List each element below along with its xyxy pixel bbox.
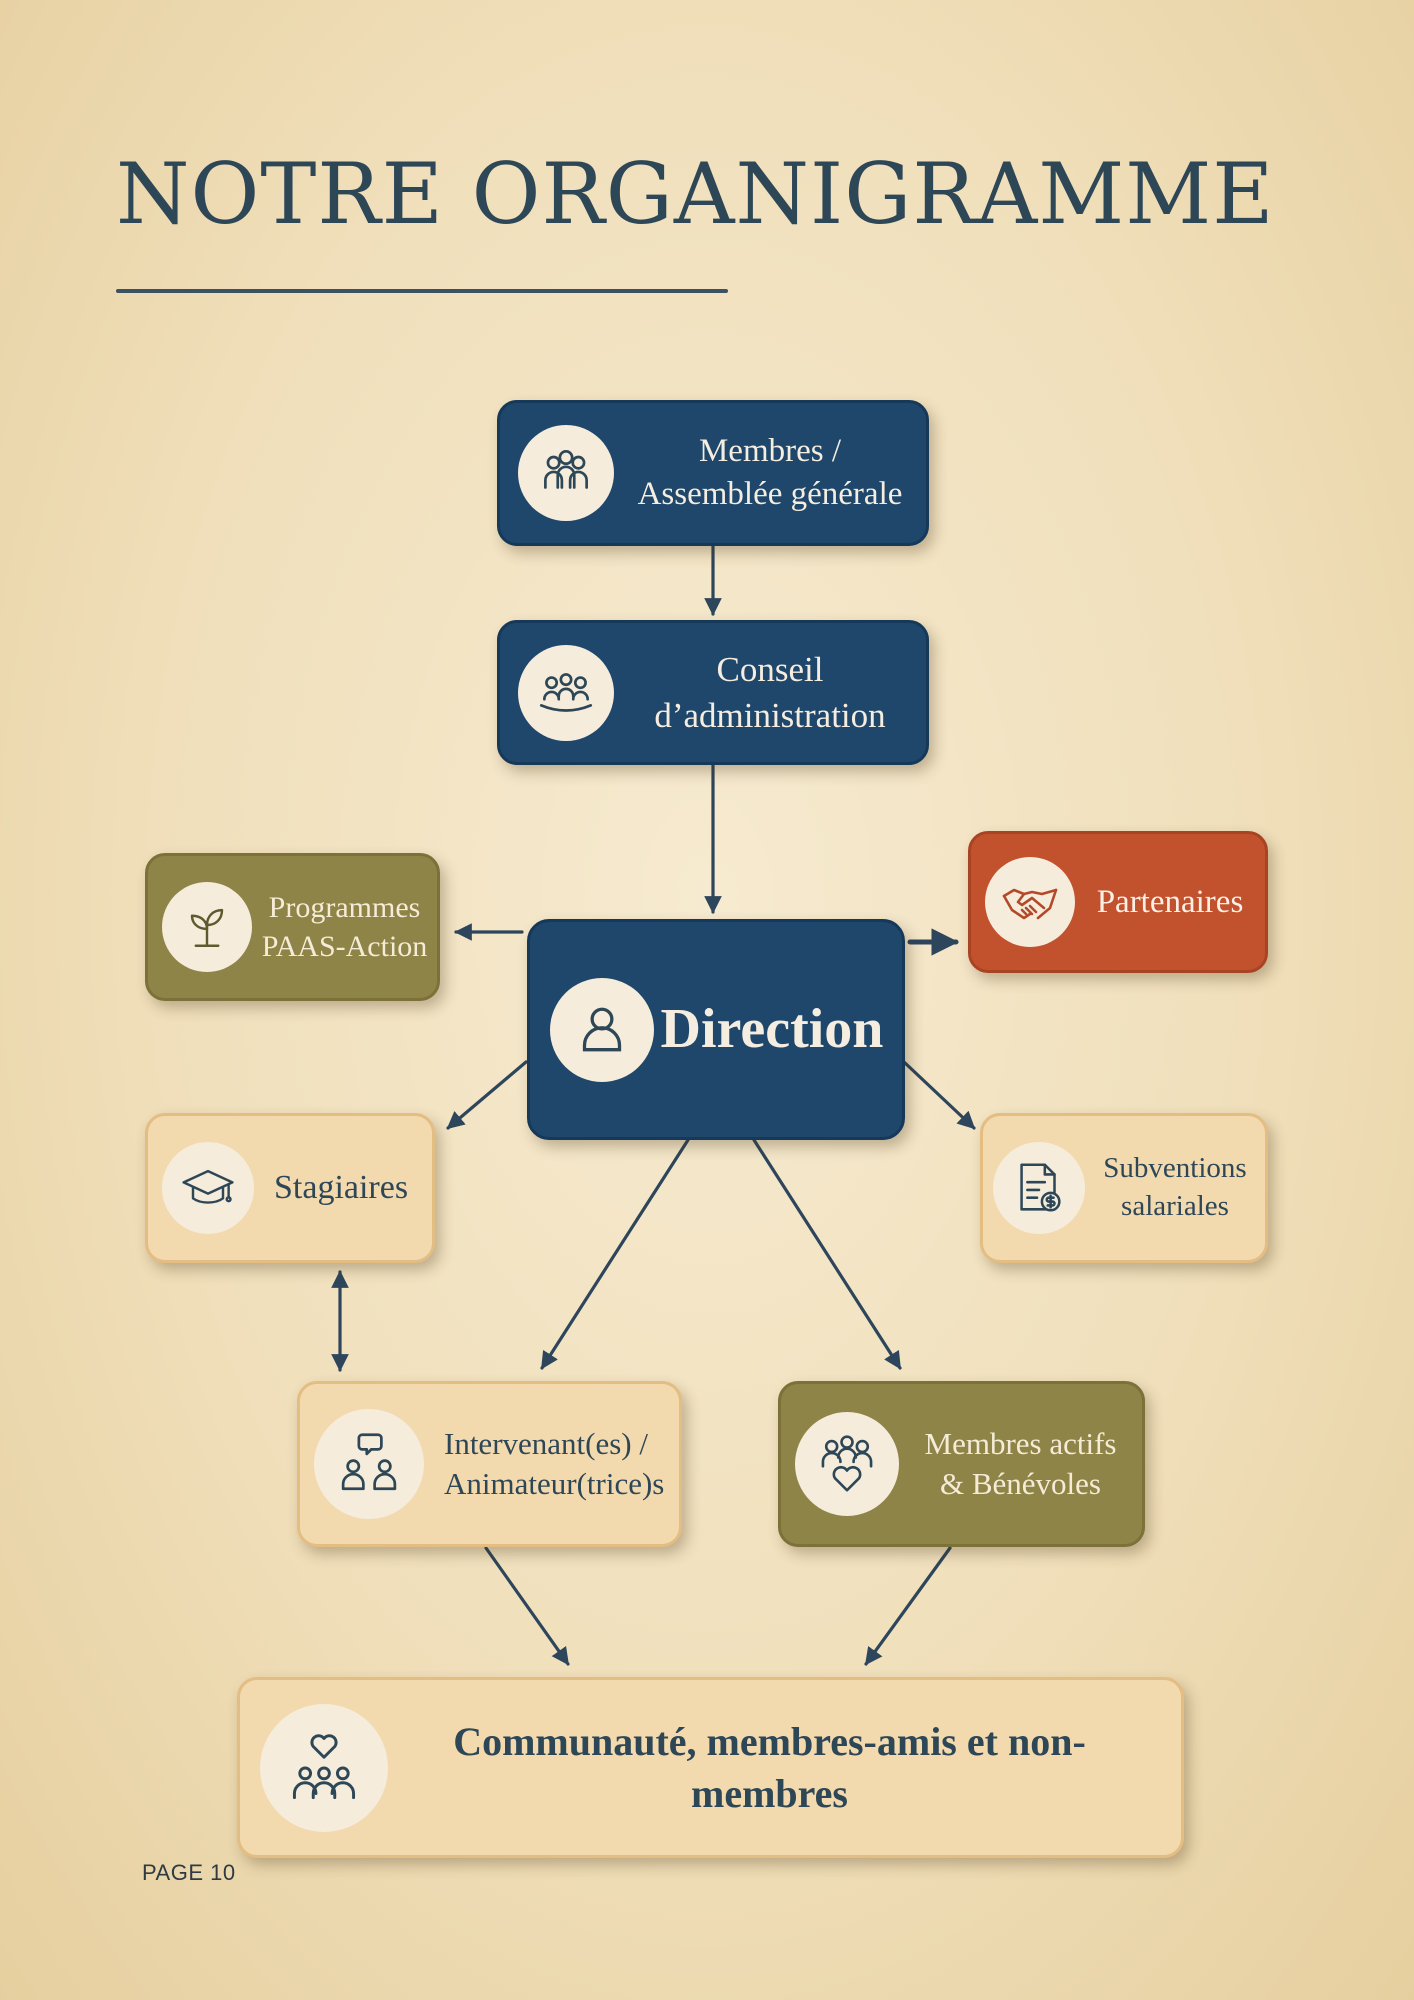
arrow-direction-to-subventions	[902, 1060, 976, 1130]
node-label-line: & Bénévoles	[940, 1466, 1101, 1501]
arrow-direction-to-benevoles	[752, 1138, 902, 1370]
sprout-icon	[162, 882, 252, 972]
node-label-line: salariales	[1121, 1190, 1229, 1222]
speech-people-icon	[314, 1409, 424, 1519]
document-dollar-icon	[993, 1142, 1085, 1234]
node-label-line: Programmes	[268, 891, 421, 924]
page-number: PAGE 10	[142, 1860, 236, 1885]
node-stagiaires: Stagiaires	[145, 1113, 435, 1263]
node-membres-actifs-benevoles: Membres actifs & Bénévoles	[778, 1381, 1145, 1547]
node-label-line: Assemblée générale	[637, 476, 903, 512]
people-heart-icon	[795, 1412, 899, 1516]
title-underline	[116, 289, 728, 293]
node-subventions-salariales: Subventions salariales	[980, 1113, 1268, 1263]
node-direction: Direction	[527, 919, 905, 1140]
node-label-line: Conseil	[716, 650, 824, 689]
node-label-line: Membres actifs	[924, 1425, 1117, 1461]
node-label-line: Subventions	[1103, 1152, 1247, 1185]
arrow-benevoles-to-communaute	[864, 1546, 952, 1666]
community-heart-icon	[260, 1703, 388, 1832]
node-partenaires: Partenaires	[968, 831, 1268, 973]
node-label-line: Partenaires	[1096, 883, 1244, 920]
arrow-direction-to-intervenants	[540, 1138, 690, 1370]
node-label-line: d’administration	[654, 695, 886, 735]
graduation-cap-icon	[162, 1142, 254, 1234]
node-label-line: Intervenant(es) /	[444, 1425, 648, 1461]
handshake-icon	[985, 857, 1075, 947]
node-intervenants-animateurs: Intervenant(es) / Animateur(trice)s	[297, 1381, 682, 1547]
page-title: NOTRE ORGANIGRAMME	[116, 145, 1275, 243]
node-label-line: PAAS-Action	[261, 930, 428, 963]
node-label-line: Communauté, membres-amis et non-membres	[453, 1718, 1086, 1816]
arrow-direction-to-stagiaires	[446, 1060, 528, 1130]
node-programmes-paas-action: Programmes PAAS-Action	[145, 853, 440, 1001]
node-communaute: Communauté, membres-amis et non-membres	[237, 1677, 1184, 1858]
arrow-intervenants-to-communaute	[484, 1546, 570, 1666]
people-group-icon	[518, 425, 614, 521]
node-label-line: Animateur(trice)s	[444, 1466, 665, 1501]
node-label-line: Direction	[660, 998, 884, 1061]
node-label-line: Stagiaires	[274, 1168, 409, 1206]
meeting-table-icon	[518, 644, 614, 741]
node-members-general-assembly: Membres / Assemblée générale	[497, 400, 929, 546]
node-board-of-directors: Conseil d’administration	[497, 620, 929, 765]
person-icon	[550, 977, 654, 1082]
node-label-line: Membres /	[698, 433, 842, 470]
